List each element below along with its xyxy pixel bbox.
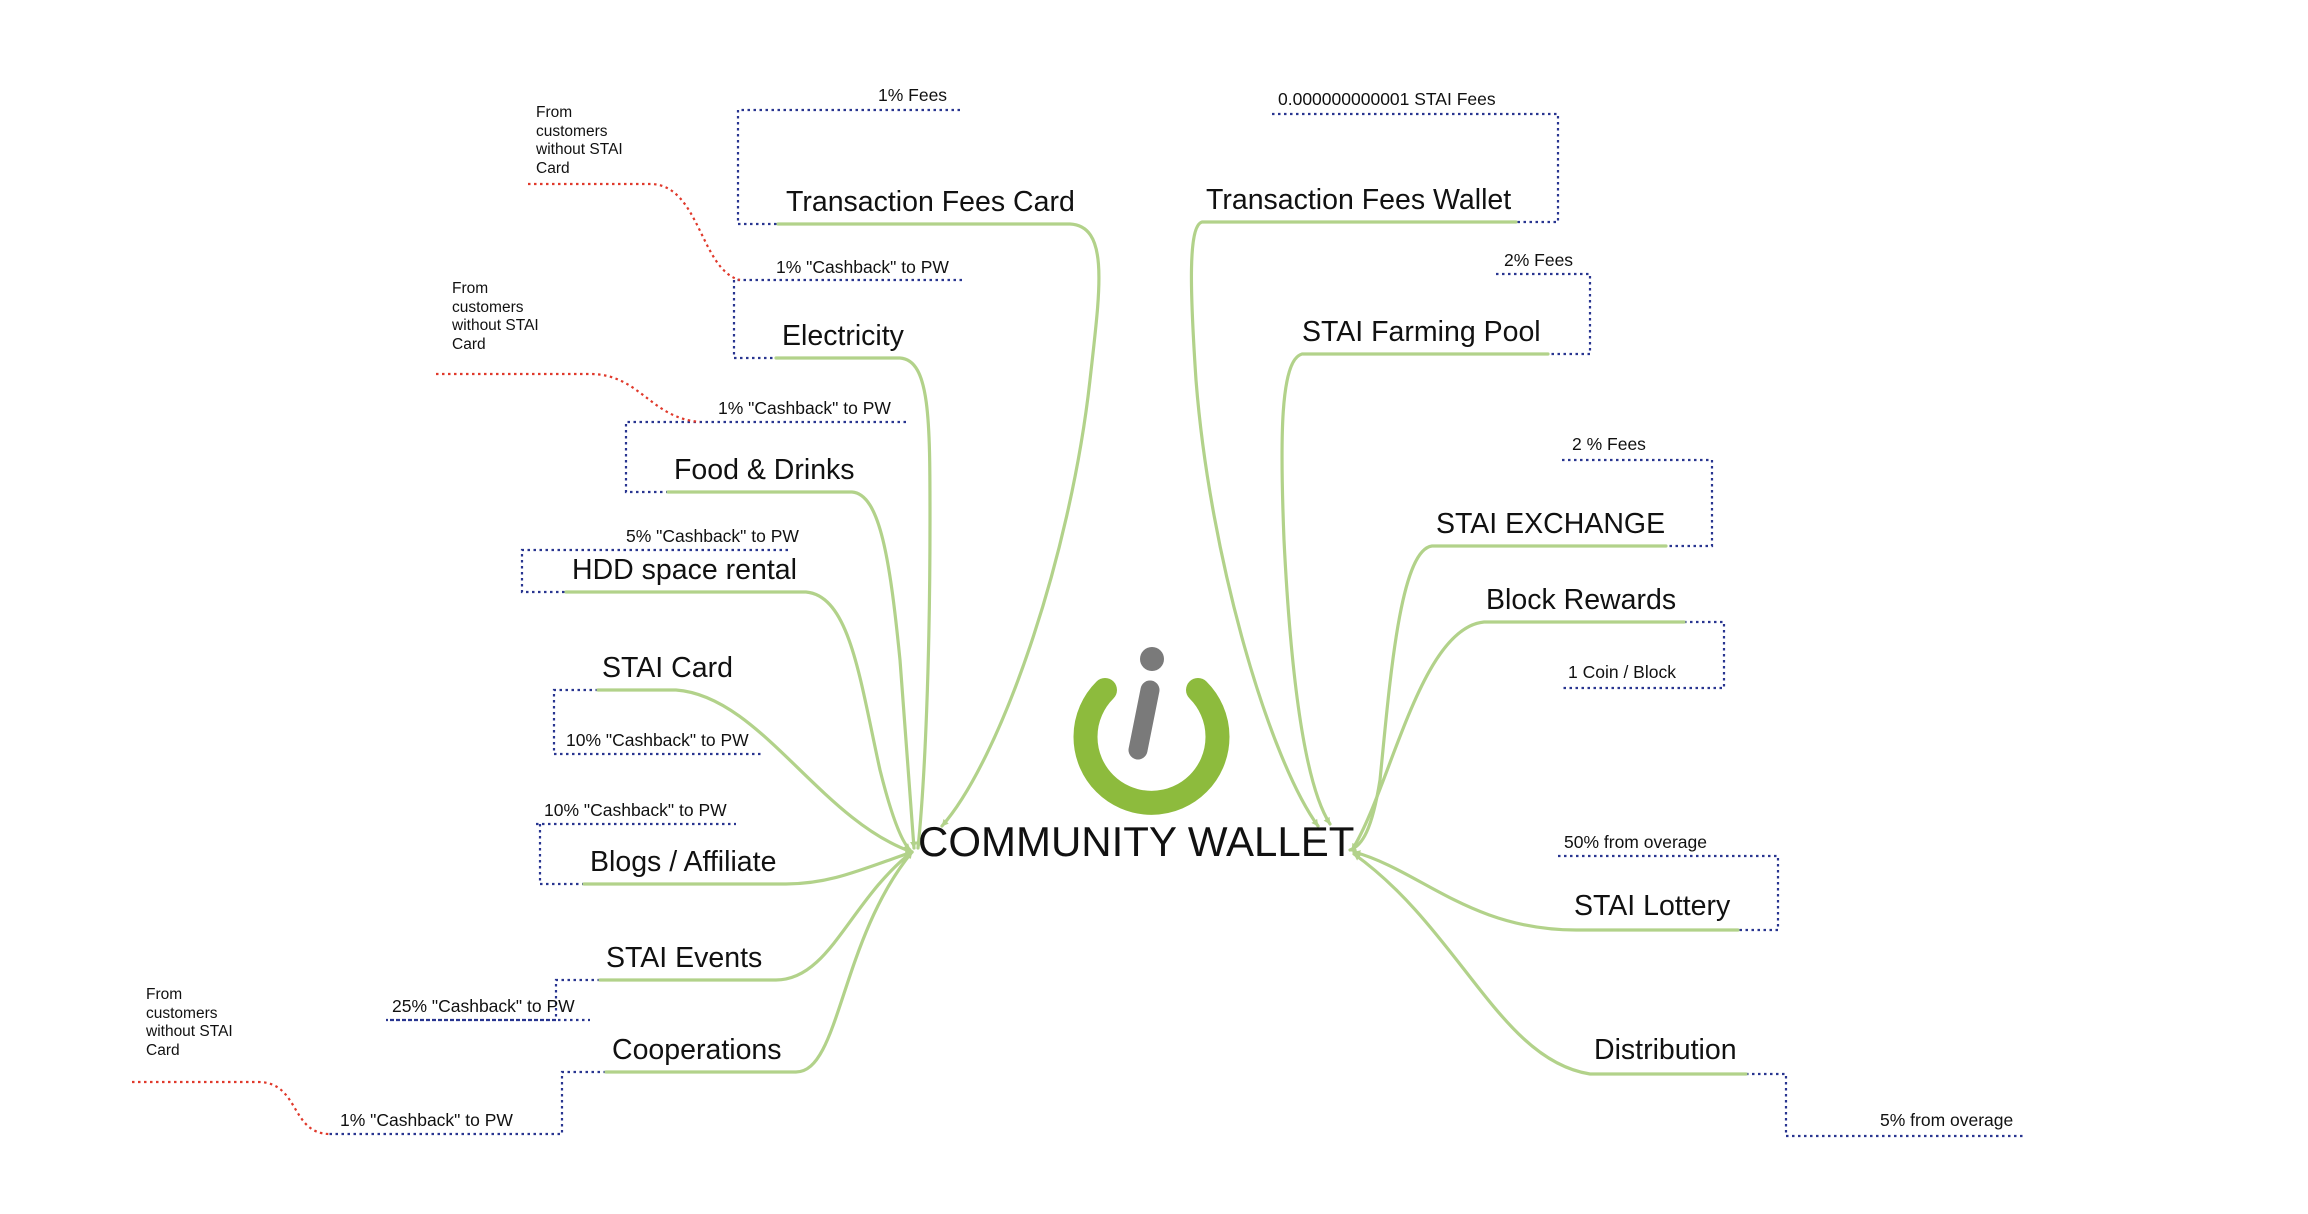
side-note-1: From customers without STAI Card: [536, 104, 623, 177]
node-stai-events: STAI Events: [606, 942, 763, 974]
center-title: COMMUNITY WALLET: [918, 818, 1355, 865]
side-line-1: [528, 182, 741, 282]
note-bracket-electricity: [732, 278, 962, 360]
note-bracket-food-drinks: [624, 420, 906, 494]
logo-stem: [1128, 680, 1160, 760]
node-distribution: Distribution: [1594, 1034, 1737, 1066]
note-blogs-affiliate: 10% "Cashback" to PW: [544, 800, 727, 820]
branch-stai-exchange: [1348, 544, 1668, 852]
logo-dot: [1140, 647, 1164, 671]
note-bracket-block-rewards: [1562, 620, 1726, 690]
logo-ring: [1073, 678, 1230, 815]
note-stai-exchange: 2 % Fees: [1572, 434, 1646, 454]
note-bracket-transaction-fees-card: [736, 108, 960, 226]
note-bracket-hdd-space-rental: [520, 548, 788, 594]
note-bracket-stai-lottery: [1558, 854, 1780, 932]
note-bracket-stai-events: [386, 978, 600, 1022]
note-stai-events: 25% "Cashback" to PW: [392, 996, 575, 1016]
side-note-3: From customers without STAI Card: [146, 986, 233, 1059]
node-stai-card: STAI Card: [602, 652, 733, 684]
note-block-rewards: 1 Coin / Block: [1568, 662, 1676, 682]
note-bracket-distribution: [1746, 1072, 2026, 1138]
branches: [564, 220, 1748, 1076]
note-food-drinks: 1% "Cashback" to PW: [718, 398, 891, 418]
branch-transaction-fees-card: [776, 222, 1101, 828]
branch-stai-lottery: [1352, 850, 1740, 932]
branch-food-drinks: [666, 490, 918, 850]
side-note-lines: [132, 182, 741, 1136]
note-distribution: 5% from overage: [1880, 1110, 2014, 1130]
note-bracket-cooperations: [328, 1070, 606, 1136]
note-stai-card: 10% "Cashback" to PW: [566, 730, 749, 750]
branch-electricity: [774, 356, 932, 850]
note-cooperations: 1% "Cashback" to PW: [340, 1110, 513, 1130]
side-line-3: [132, 1080, 331, 1136]
logo-icon: [1073, 647, 1230, 815]
branch-stai-events: [598, 850, 914, 982]
note-hdd-space-rental: 5% "Cashback" to PW: [626, 526, 799, 546]
node-stai-farming-pool: STAI Farming Pool: [1302, 316, 1541, 348]
node-stai-exchange: STAI EXCHANGE: [1436, 508, 1666, 540]
branch-transaction-fees-wallet: [1189, 220, 1518, 828]
note-bracket-stai-farming-pool: [1496, 272, 1592, 356]
note-electricity: 1% "Cashback" to PW: [776, 257, 949, 277]
branch-cooperations: [604, 850, 914, 1074]
branch-distribution: [1352, 852, 1748, 1076]
node-block-rewards: Block Rewards: [1486, 584, 1677, 616]
note-stai-lottery: 50% from overage: [1564, 832, 1707, 852]
branch-stai-farming-pool: [1280, 352, 1550, 826]
node-electricity: Electricity: [782, 320, 904, 352]
branch-hdd-space-rental: [564, 590, 912, 852]
node-hdd-space-rental: HDD space rental: [572, 554, 797, 586]
branch-stai-card: [596, 688, 914, 854]
note-bracket-blogs-affiliate: [536, 822, 736, 886]
note-transaction-fees-card: 1% Fees: [878, 85, 948, 105]
node-cooperations: Cooperations: [612, 1034, 782, 1066]
note-bracket-transaction-fees-wallet: [1272, 112, 1560, 224]
note-transaction-fees-wallet: 0.000000000001 STAI Fees: [1278, 89, 1496, 109]
note-brackets: [328, 108, 2026, 1138]
node-transaction-fees-card: Transaction Fees Card: [786, 186, 1075, 218]
side-note-2: From customers without STAI Card: [452, 280, 539, 353]
branch-blogs-affiliate: [582, 850, 914, 886]
note-bracket-stai-exchange: [1562, 458, 1714, 548]
note-stai-farming-pool: 2% Fees: [1504, 250, 1574, 270]
branch-block-rewards: [1350, 620, 1686, 852]
node-blogs-affiliate: Blogs / Affiliate: [590, 846, 777, 878]
node-food-drinks: Food & Drinks: [674, 454, 855, 486]
side-line-2: [436, 372, 701, 424]
node-transaction-fees-wallet: Transaction Fees Wallet: [1206, 184, 1512, 216]
node-stai-lottery: STAI Lottery: [1574, 890, 1731, 922]
